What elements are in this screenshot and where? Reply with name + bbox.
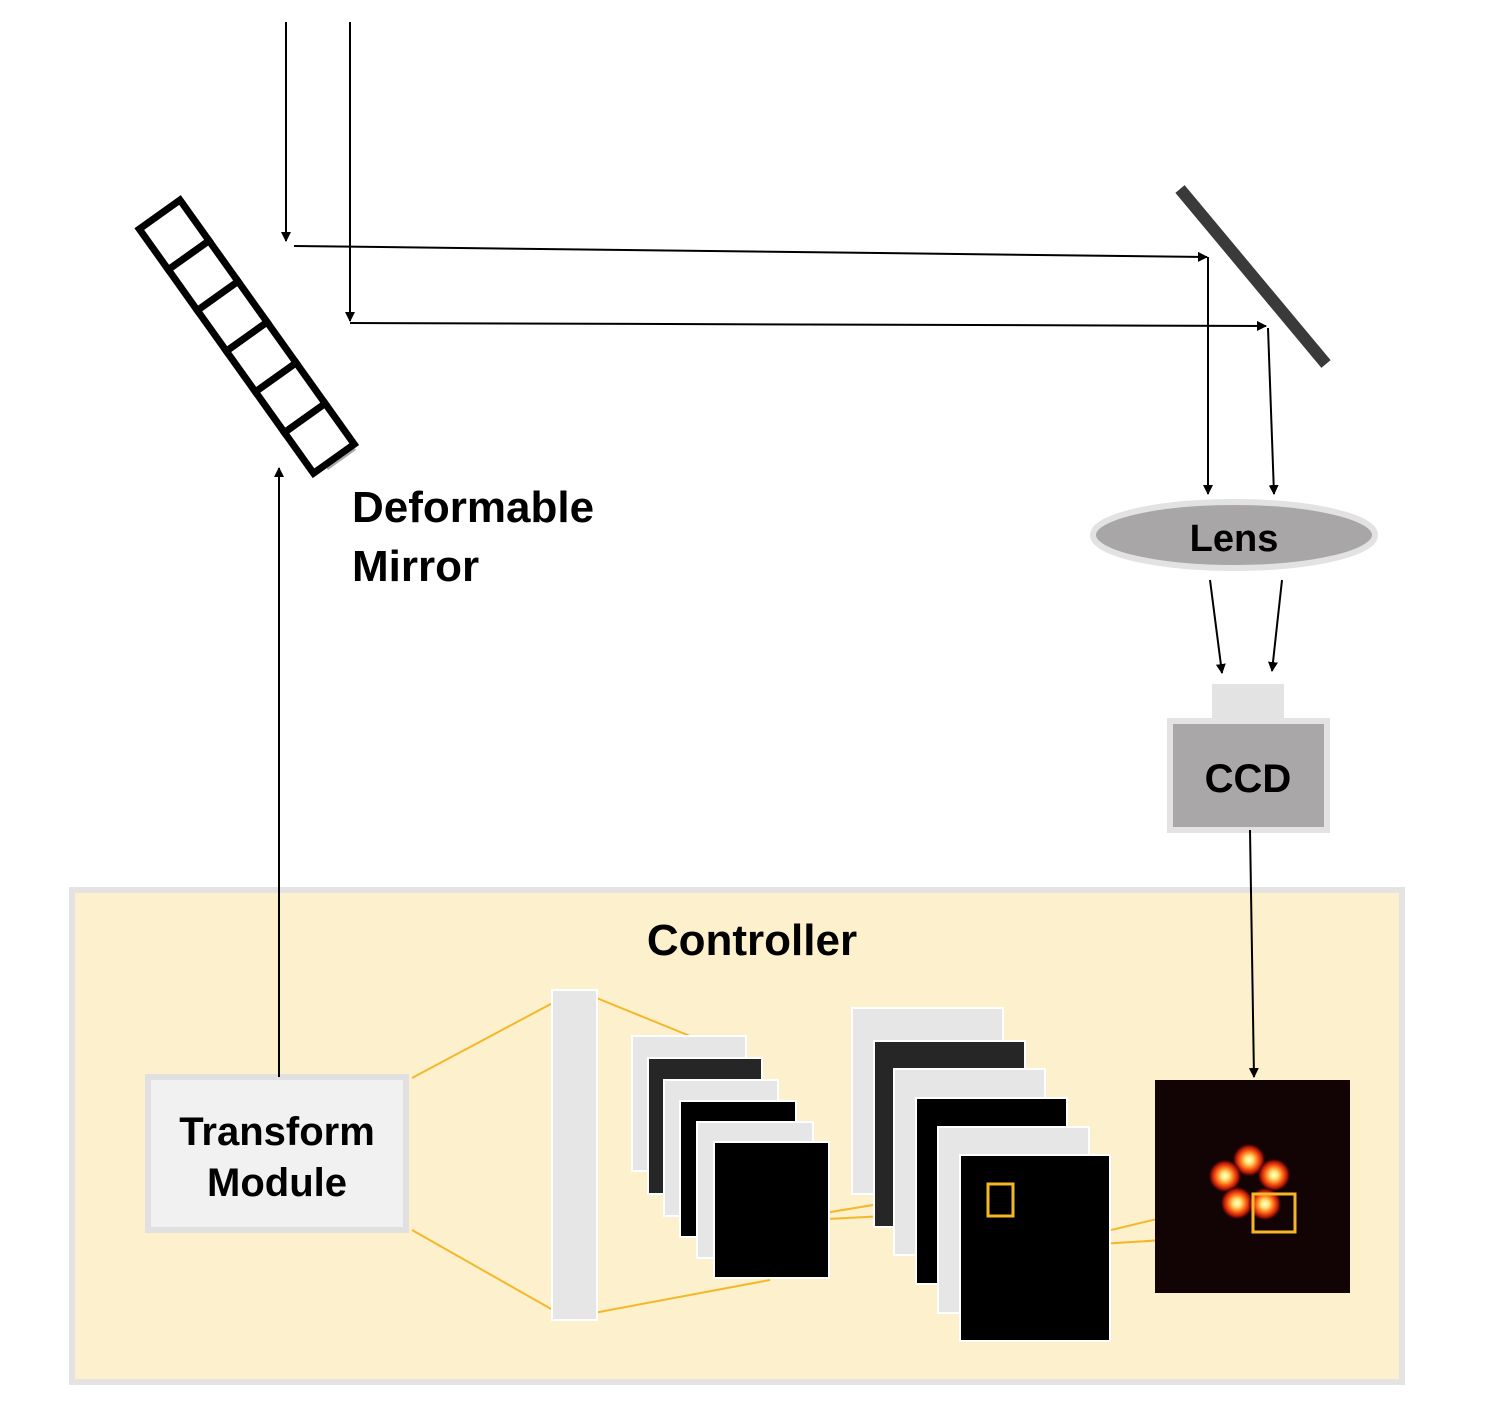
point-spread-function-image — [1155, 1080, 1350, 1293]
transform-module-label-2: Module — [207, 1161, 347, 1205]
flat-mirror-icon — [1175, 185, 1331, 368]
transform-module-box — [145, 1074, 409, 1233]
controller-label: Controller — [647, 916, 857, 965]
receptive-field-box-2 — [1251, 1192, 1297, 1234]
feature-map-stack-1 — [631, 1035, 830, 1279]
incoming-beams — [281, 22, 355, 322]
ccd-output-arrow — [1248, 829, 1259, 1078]
feature-map-stack-2 — [851, 1007, 1111, 1342]
reflected-beams — [293, 245, 1267, 331]
receptive-field-box-1 — [986, 1182, 1015, 1218]
beams-to-lens — [1203, 257, 1279, 495]
ccd-label: CCD — [1205, 757, 1292, 801]
ccd-camera-icon — [1167, 684, 1330, 833]
lens-label: Lens — [1190, 518, 1279, 560]
deformable-mirror-label-2: Mirror — [352, 542, 479, 591]
lens-icon — [1090, 499, 1378, 571]
transform-module-label: Transform — [179, 1110, 375, 1154]
beams-to-ccd — [1209, 579, 1283, 674]
deformable-mirror-label: Deformable — [352, 483, 594, 532]
vector-layer — [551, 989, 598, 1321]
deformable-mirror-icon — [134, 195, 360, 479]
